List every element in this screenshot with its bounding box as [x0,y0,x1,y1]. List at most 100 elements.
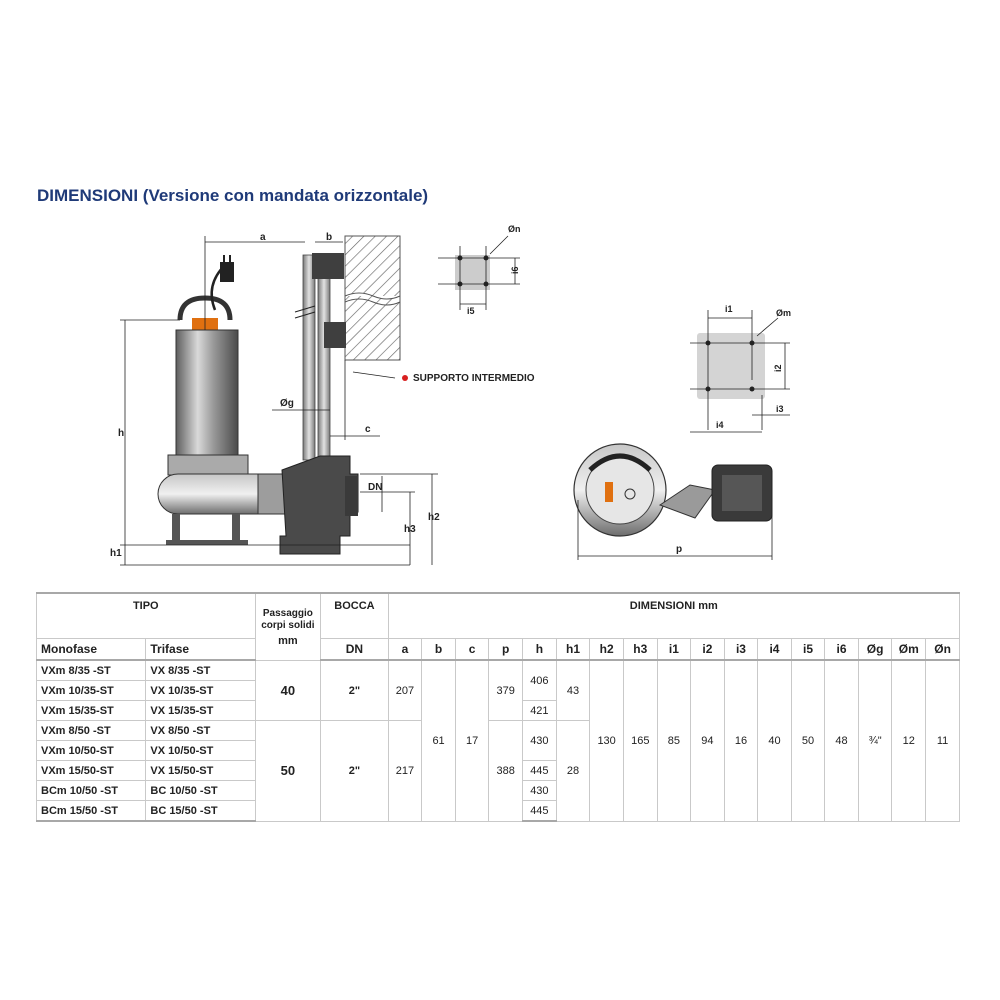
cell-h3: 165 [622,659,658,822]
pump-top-view [573,443,773,537]
base-foot [279,455,359,555]
model-mono: VXm 10/50-ST [35,740,147,761]
cell-a: 207 [387,659,423,721]
col-on: Øn [925,638,960,661]
pump-side-view [157,255,309,545]
dim-label-i2: i2 [773,364,783,372]
model-mono: VXm 8/50 -ST [35,720,147,741]
cell-c: 17 [454,659,490,822]
col-og: Øg [857,638,893,661]
header-passaggio-text: Passaggio corpi solidi [261,607,315,631]
dim-label-om: Øm [776,308,791,318]
dim-label-dn: DN [368,482,382,493]
dim-label-c: c [365,424,371,435]
dim-label-i4: i4 [716,420,724,430]
cell-h: 406 [522,659,557,701]
cell-om: 12 [891,659,927,822]
table-row: VXm 10/35-ST VX 10/35-ST [35,680,960,701]
support-marker-icon [402,375,408,381]
dim-label-i5: i5 [467,306,475,316]
header-passaggio-unit: mm [278,634,298,647]
dim-label-h: h [118,428,124,439]
table-row: BCm 10/50 -ST BC 10/50 -ST 430 [35,780,960,801]
header-bocca-unit: DN [320,638,389,661]
dim-label-h3: h3 [404,524,416,535]
model-mono: VXm 10/35-ST [35,680,147,701]
cell-on: 11 [925,659,960,822]
col-h: h [522,638,557,661]
cell-h: 445 [522,800,557,822]
dim-label-p: p [676,544,682,555]
header-dimensioni: DIMENSIONI mm [387,592,961,639]
dim-label-a: a [260,232,266,243]
model-tri: VX 15/50-ST [145,760,256,781]
dim-label-i6: i6 [510,266,520,274]
passaggio-value: 40 [254,659,322,721]
passaggio-value: 50 [254,720,322,822]
guide-pipe [294,253,346,461]
cell-i1: 85 [656,659,692,822]
table-row: VXm 10/50-ST VX 10/50-ST [35,740,960,761]
dim-label-h1: h1 [110,548,122,559]
col-i5: i5 [790,638,826,661]
wall [344,235,401,361]
col-p: p [488,638,524,661]
col-h1: h1 [555,638,591,661]
cell-h1: 43 [555,659,591,721]
model-tri: BC 10/50 -ST [145,780,256,801]
header-trifase: Trifase [145,638,256,661]
anchor-pattern-small [438,235,520,310]
cell-h: 430 [522,720,557,761]
col-c: c [454,638,490,661]
cell-p: 388 [488,720,524,822]
col-i1: i1 [656,638,692,661]
anchor-pattern-large [690,310,790,433]
col-i6: i6 [824,638,859,661]
model-tri: VX 8/50 -ST [145,720,256,741]
dim-label-i1: i1 [725,304,733,314]
header-bocca: BOCCA [320,592,389,639]
col-i3: i3 [723,638,759,661]
cell-h: 421 [522,700,557,721]
cell-b: 61 [421,659,456,822]
dimension-drawing: a b h h1 h2 h3 DN Øg c SUPPORTO INTERMED… [110,224,791,566]
dim-label-og: Øg [280,398,294,409]
cell-i4: 40 [757,659,792,822]
dimension-lines [120,236,438,566]
model-mono: VXm 8/35 -ST [35,659,147,681]
header-monofase: Monofase [35,638,147,661]
col-i2: i2 [690,638,725,661]
dimensions-table: TIPO Passaggio corpi solidi mm BOCCA DIM… [35,592,961,822]
header-passaggio: Passaggio corpi solidi mm [254,592,322,661]
col-i4: i4 [757,638,792,661]
cell-i3: 16 [723,659,759,822]
cell-i6: 48 [824,659,859,822]
col-om: Øm [891,638,927,661]
model-tri: VX 10/35-ST [145,680,256,701]
table-row: VXm 8/50 -ST VX 8/50 -ST 50 2" 217 388 4… [35,720,960,822]
col-h2: h2 [589,638,624,661]
dimension-lines-top [577,500,773,560]
model-mono: BCm 10/50 -ST [35,780,147,801]
model-tri: VX 15/35-ST [145,700,256,721]
cell-h: 430 [522,780,557,801]
col-a: a [387,638,423,661]
dim-label-on: Øn [508,224,521,234]
page-title: DIMENSIONI (Versione con mandata orizzon… [37,186,429,205]
cell-p: 379 [488,659,524,721]
dim-label-b: b [326,232,332,243]
support-label: SUPPORTO INTERMEDIO [413,373,535,384]
dim-label-h2: h2 [428,512,440,523]
bocca-value: 2" [320,659,389,721]
cell-i5: 50 [790,659,826,822]
model-tri: BC 15/50 -ST [145,800,256,822]
dim-label-i3: i3 [776,404,784,414]
header-tipo: TIPO [36,592,256,639]
col-b: b [421,638,456,661]
cell-h1: 28 [555,720,591,822]
model-mono: VXm 15/35-ST [35,700,147,721]
cell-h: 445 [522,760,557,781]
table-row: BCm 15/50 -ST BC 15/50 -ST 445 [35,800,960,822]
model-tri: VX 10/50-ST [145,740,256,761]
model-mono: VXm 15/50-ST [35,760,147,781]
